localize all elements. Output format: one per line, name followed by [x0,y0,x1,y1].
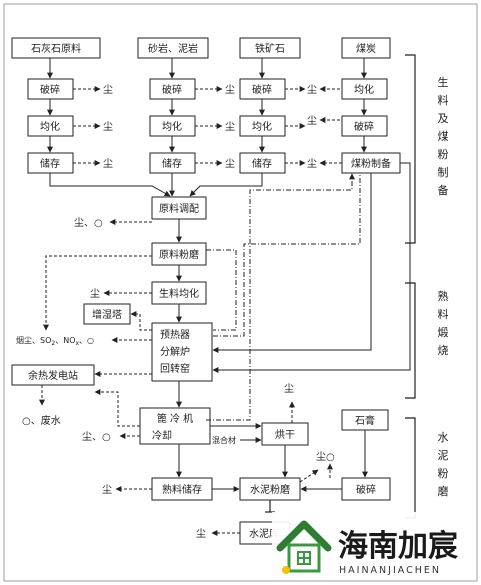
box-homog-coal: 均化 [354,83,374,96]
stage-1-char: 生 [438,75,449,89]
emission-lines [39,86,342,536]
dust-label-dryer: 尘 [284,383,294,395]
stage-3-char: 水 [438,431,449,444]
box-homog-3: 均化 [252,120,272,133]
dust-label: 尘 [103,158,113,170]
box-homog-1: 均化 [40,120,60,133]
box-coal-powder: 煤粉制备 [351,157,391,170]
box-waste-heat: 余热发电站 [28,369,78,382]
stage-labels: 生 料 及 煤 粉 制 备 熟 料 煅 烧 水 泥 粉 磨 [438,75,449,498]
box-crush-gypsum: 破碎 [356,483,376,496]
dust-label-clinker: 尘 [102,484,112,496]
stage-2-char: 料 [438,307,449,321]
box-cooling: 冷却 [152,429,172,442]
dust-o-label-cooler: 尘、○ [82,431,111,443]
box-limestone: 石灰石原料 [31,42,81,55]
box-store-2: 储存 [162,157,182,170]
box-cooler: 篦 冷 机 [157,412,193,425]
house-logo-icon [276,520,332,574]
flue-gas-label: 烟尘、SO2、NOx、○ [16,335,94,347]
flow-arrows [47,58,411,492]
box-crush-coal: 破碎 [354,120,374,133]
stage-3-char: 磨 [438,485,449,498]
stage-1-char: 煤 [438,130,449,143]
box-crush-1: 破碎 [40,83,60,96]
emission-labels: 尘 尘 尘 尘 尘 尘 尘 尘 尘 尘、○ 尘 烟尘、SO2、NOx、○ ○、废… [16,84,335,540]
stage-2-char: 熟 [438,289,449,303]
box-crush-3: 破碎 [252,83,272,96]
stage-1-char: 及 [438,112,449,125]
stage-3-char: 泥 [438,449,449,462]
box-iron-ore: 铁矿石 [255,42,285,55]
stage-3-char: 粉 [438,467,449,480]
box-rotary-kiln: 回转窑 [160,362,190,375]
dust-label-pack: 尘 [196,528,206,540]
dust-label: 尘 [90,288,100,300]
box-crush-2: 破碎 [162,83,182,96]
box-humidifier: 增湿塔 [92,308,122,321]
dust-label: 尘 [307,158,317,170]
box-gypsum: 石膏 [355,414,375,427]
dust-label: 尘 [307,84,317,96]
box-clinker-store: 熟料储存 [162,483,202,496]
stage-1-char: 备 [438,183,449,197]
box-store-3: 储存 [252,157,272,170]
stage-1-char: 粉 [438,148,449,161]
box-blending: 原料调配 [159,202,199,215]
box-store-1: 储存 [40,157,60,170]
waste-water-label: ○、废水 [22,414,61,427]
box-sandstone: 砂岩、泥岩 [148,42,198,55]
box-cement-mill: 水泥粉磨 [250,483,290,496]
dust-label: 尘 [225,84,235,96]
boxes [11,37,401,545]
dust-label: 尘 [225,158,235,170]
recirculation-lines [206,173,361,421]
stage-2-char: 烧 [438,344,449,357]
box-coal: 煤炭 [356,42,376,55]
box-cement-pack: 水泥库 [249,527,279,540]
diagram-frame [3,3,478,582]
dust-label: 尘 [225,121,235,133]
dust-o-label: 尘、○ [74,217,103,229]
label-mixed-material: 混合材 [212,435,236,445]
box-dryer: 烘干 [275,429,295,441]
dust-o-label-mill: 尘○ [316,451,335,463]
dust-label: 尘 [103,84,113,96]
box-calciner: 分解炉 [160,345,190,358]
dust-label: 尘 [103,121,113,133]
box-labels: 石灰石原料 砂岩、泥岩 铁矿石 煤炭 破碎 破碎 破碎 均化 均化 均化 均化 … [28,42,391,540]
watermark: 海南加宸 HAINANJIACHEN [272,512,468,578]
watermark-pinyin: HAINANJIACHEN [339,565,441,576]
stage-1-char: 料 [438,93,449,107]
box-homog-2: 均化 [162,120,182,133]
stage-2-char: 煅 [438,325,449,339]
stage-1-char: 制 [438,166,449,179]
box-raw-homog: 生料均化 [159,287,199,300]
dust-label: 尘 [307,115,317,127]
box-preheater: 预热器 [160,328,190,341]
box-raw-mill: 原料粉磨 [159,248,199,261]
watermark-name: 海南加宸 [338,529,458,564]
